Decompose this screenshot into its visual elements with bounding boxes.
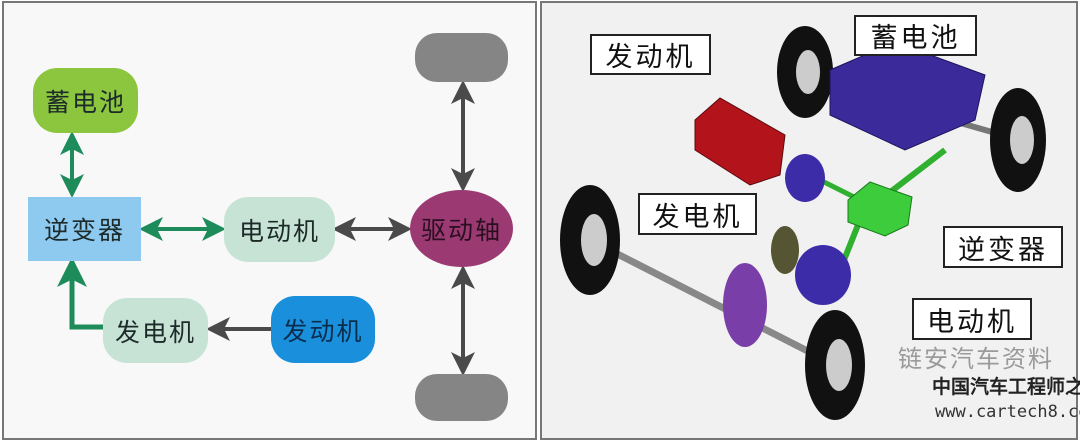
wheel-icon: [990, 88, 1046, 192]
label-engine: 发动机: [590, 34, 711, 75]
wheel-icon: [777, 26, 833, 118]
generator-node: 发电机: [103, 298, 208, 363]
wheel-bottom: [415, 374, 508, 421]
motor-block: [795, 245, 851, 305]
diagram-arrows: [57, 33, 508, 421]
label-generator: 发电机: [638, 193, 757, 235]
generator-block: [785, 154, 825, 202]
watermark-url: www.cartech8.com: [935, 402, 1080, 422]
label-motor: 电动机: [912, 298, 1032, 340]
watermark-account: 链安汽车资料: [898, 345, 1054, 373]
front-axle: [588, 236, 837, 369]
battery-node: 蓄电池: [33, 68, 138, 133]
arrow-generator-inverter: [57, 257, 103, 330]
drive-axle-node: 驱动轴: [410, 190, 513, 267]
engine-block: [694, 97, 786, 186]
motor-node: 电动机: [224, 197, 335, 262]
engine-node: 发动机: [271, 296, 375, 363]
label-inverter: 逆变器: [943, 226, 1063, 268]
inverter-node: 逆变器: [28, 197, 141, 261]
battery-block: [829, 41, 986, 151]
wheel-top: [415, 33, 508, 82]
wheel-icon: [805, 310, 865, 420]
gear: [771, 226, 799, 274]
label-battery: 蓄电池: [854, 15, 977, 56]
wheel-icon: [560, 185, 620, 295]
differential-gear: [723, 263, 767, 347]
inverter-block: [847, 181, 913, 237]
watermark-site-name: 中国汽车工程师之家: [932, 376, 1080, 398]
